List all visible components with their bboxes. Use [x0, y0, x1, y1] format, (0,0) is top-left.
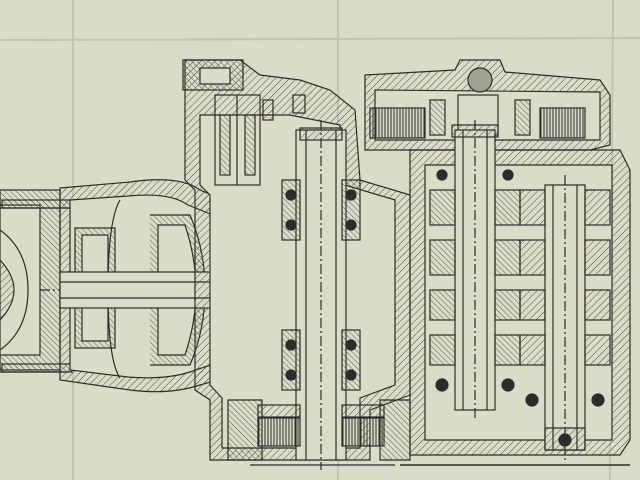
layshaft [544, 175, 586, 460]
mainshaft [451, 120, 499, 420]
bottom-bearing-housing [227, 399, 411, 466]
gear-cluster [429, 169, 611, 407]
center-shaft [281, 120, 361, 470]
top-idler-housing [364, 59, 611, 151]
left-flange-assembly [0, 189, 73, 373]
